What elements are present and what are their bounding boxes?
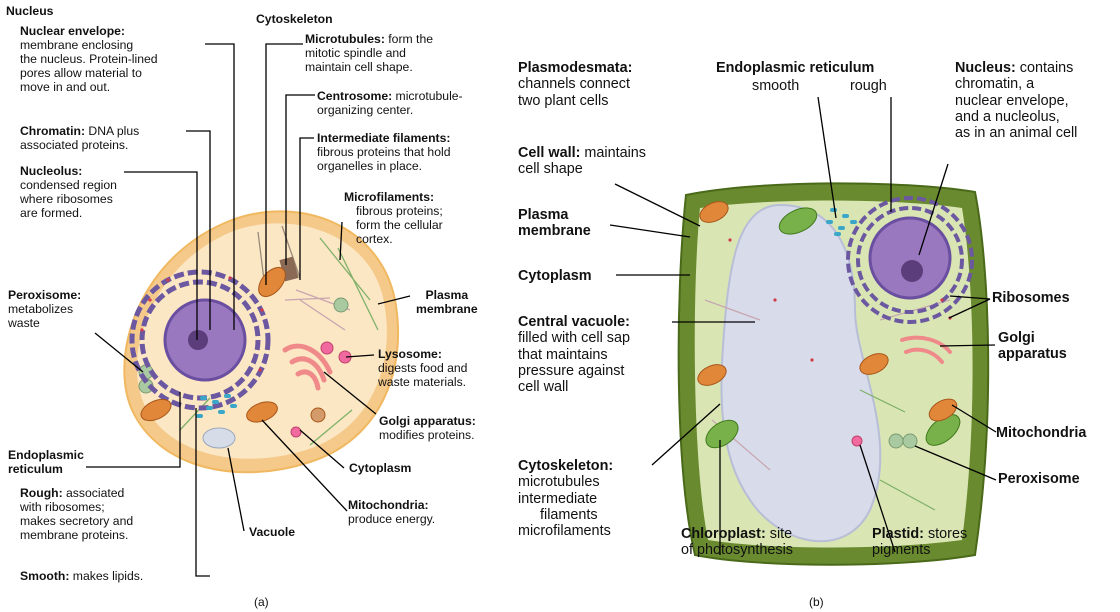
animal-vacuole [203, 428, 235, 448]
animal-lysosome-a [321, 342, 333, 354]
animal-cytoskeleton-label: Cytoskeleton [256, 12, 333, 26]
plant-rough-er-label: rough [850, 78, 887, 94]
plant-plastid [852, 436, 862, 446]
animal-intermediate-filaments-label: Intermediate filaments:fibrous proteins … [317, 131, 450, 173]
animal-nucleolus [188, 330, 208, 350]
plant-smooth-er-label: smooth [752, 78, 799, 94]
plant-er-title: Endoplasmic reticulum [716, 60, 874, 76]
animal-peroxisome-a [334, 298, 348, 312]
panel-label-b: (b) [809, 595, 824, 609]
plant-mitochondria-label: Mitochondria [996, 425, 1086, 441]
plant-cytoplasm-label: Cytoplasm [518, 268, 592, 284]
animal-vacuole-label: Vacuole [249, 525, 295, 539]
animal-centrosome-label: Centrosome: microtubule-organizing cente… [317, 89, 463, 117]
animal-golgi-label: Golgi apparatus:modifies proteins. [379, 414, 476, 442]
animal-cytoplasm-label: Cytoplasm [349, 461, 411, 475]
plant-peroxisome-label: Peroxisome [998, 471, 1080, 487]
animal-mitochondria-label: Mitochondria:produce energy. [348, 498, 435, 526]
plant-peroxisome-b [903, 434, 917, 448]
plant-nucleus [870, 218, 950, 298]
plant-peroxisome-a [889, 434, 903, 448]
animal-lysosome-d [311, 408, 325, 422]
animal-smooth-er-label: Smooth: makes lipids. [20, 569, 143, 583]
animal-lysosome-c [291, 427, 301, 437]
animal-microfilaments-label: Microfilaments:fibrous proteins;form the… [344, 190, 443, 246]
panel-label-a: (a) [254, 595, 269, 609]
plant-cell [679, 183, 989, 564]
plant-nucleolus [901, 260, 923, 282]
animal-cell [124, 211, 398, 472]
plant-ribosomes-label: Ribosomes [992, 290, 1070, 306]
animal-nucleus-label: Nucleus [6, 4, 53, 18]
